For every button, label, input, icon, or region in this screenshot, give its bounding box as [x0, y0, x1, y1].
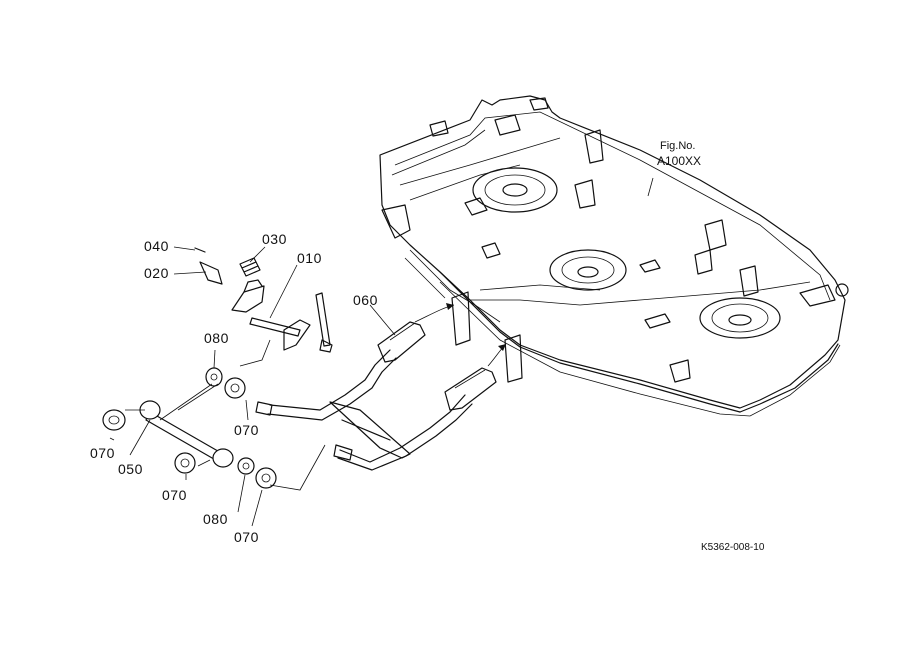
- callout-080-lower: 080: [203, 511, 228, 527]
- leader-lines: [109, 246, 396, 527]
- washers-and-nuts: [102, 367, 277, 489]
- spring-part: [239, 257, 261, 277]
- nut-070-d: [255, 467, 277, 489]
- callout-040: 040: [144, 238, 169, 254]
- callout-070-bottom: 070: [234, 529, 259, 545]
- gauge-wheel-arm: [255, 321, 497, 471]
- arrow-head-1: [446, 303, 454, 310]
- callout-070-middle: 070: [162, 487, 187, 503]
- callout-030: 030: [262, 231, 287, 247]
- figure-label: Fig.No.: [660, 140, 696, 152]
- callout-070-right-upper: 070: [234, 422, 259, 438]
- figure-number: A100XX: [657, 154, 702, 168]
- bracket-link: [231, 279, 333, 353]
- nut-070-c: [174, 452, 196, 474]
- callout-060: 060: [353, 292, 378, 308]
- callout-050: 050: [118, 461, 143, 477]
- fig-leader-line: [647, 177, 654, 197]
- washer-080-a: [205, 367, 223, 387]
- callout-080-upper: 080: [204, 330, 229, 346]
- link-rod: [139, 400, 234, 468]
- nut-070-a: [102, 409, 126, 431]
- drawing-code: K5362-008-10: [701, 542, 765, 553]
- washer-080-b: [237, 457, 255, 475]
- callout-010: 010: [297, 250, 322, 266]
- mower-deck: [379, 95, 849, 417]
- nut-070-b: [224, 377, 246, 399]
- callout-070-left: 070: [90, 445, 115, 461]
- pin-part: [194, 247, 223, 285]
- callout-020: 020: [144, 265, 169, 281]
- arrow-head-2: [498, 344, 506, 351]
